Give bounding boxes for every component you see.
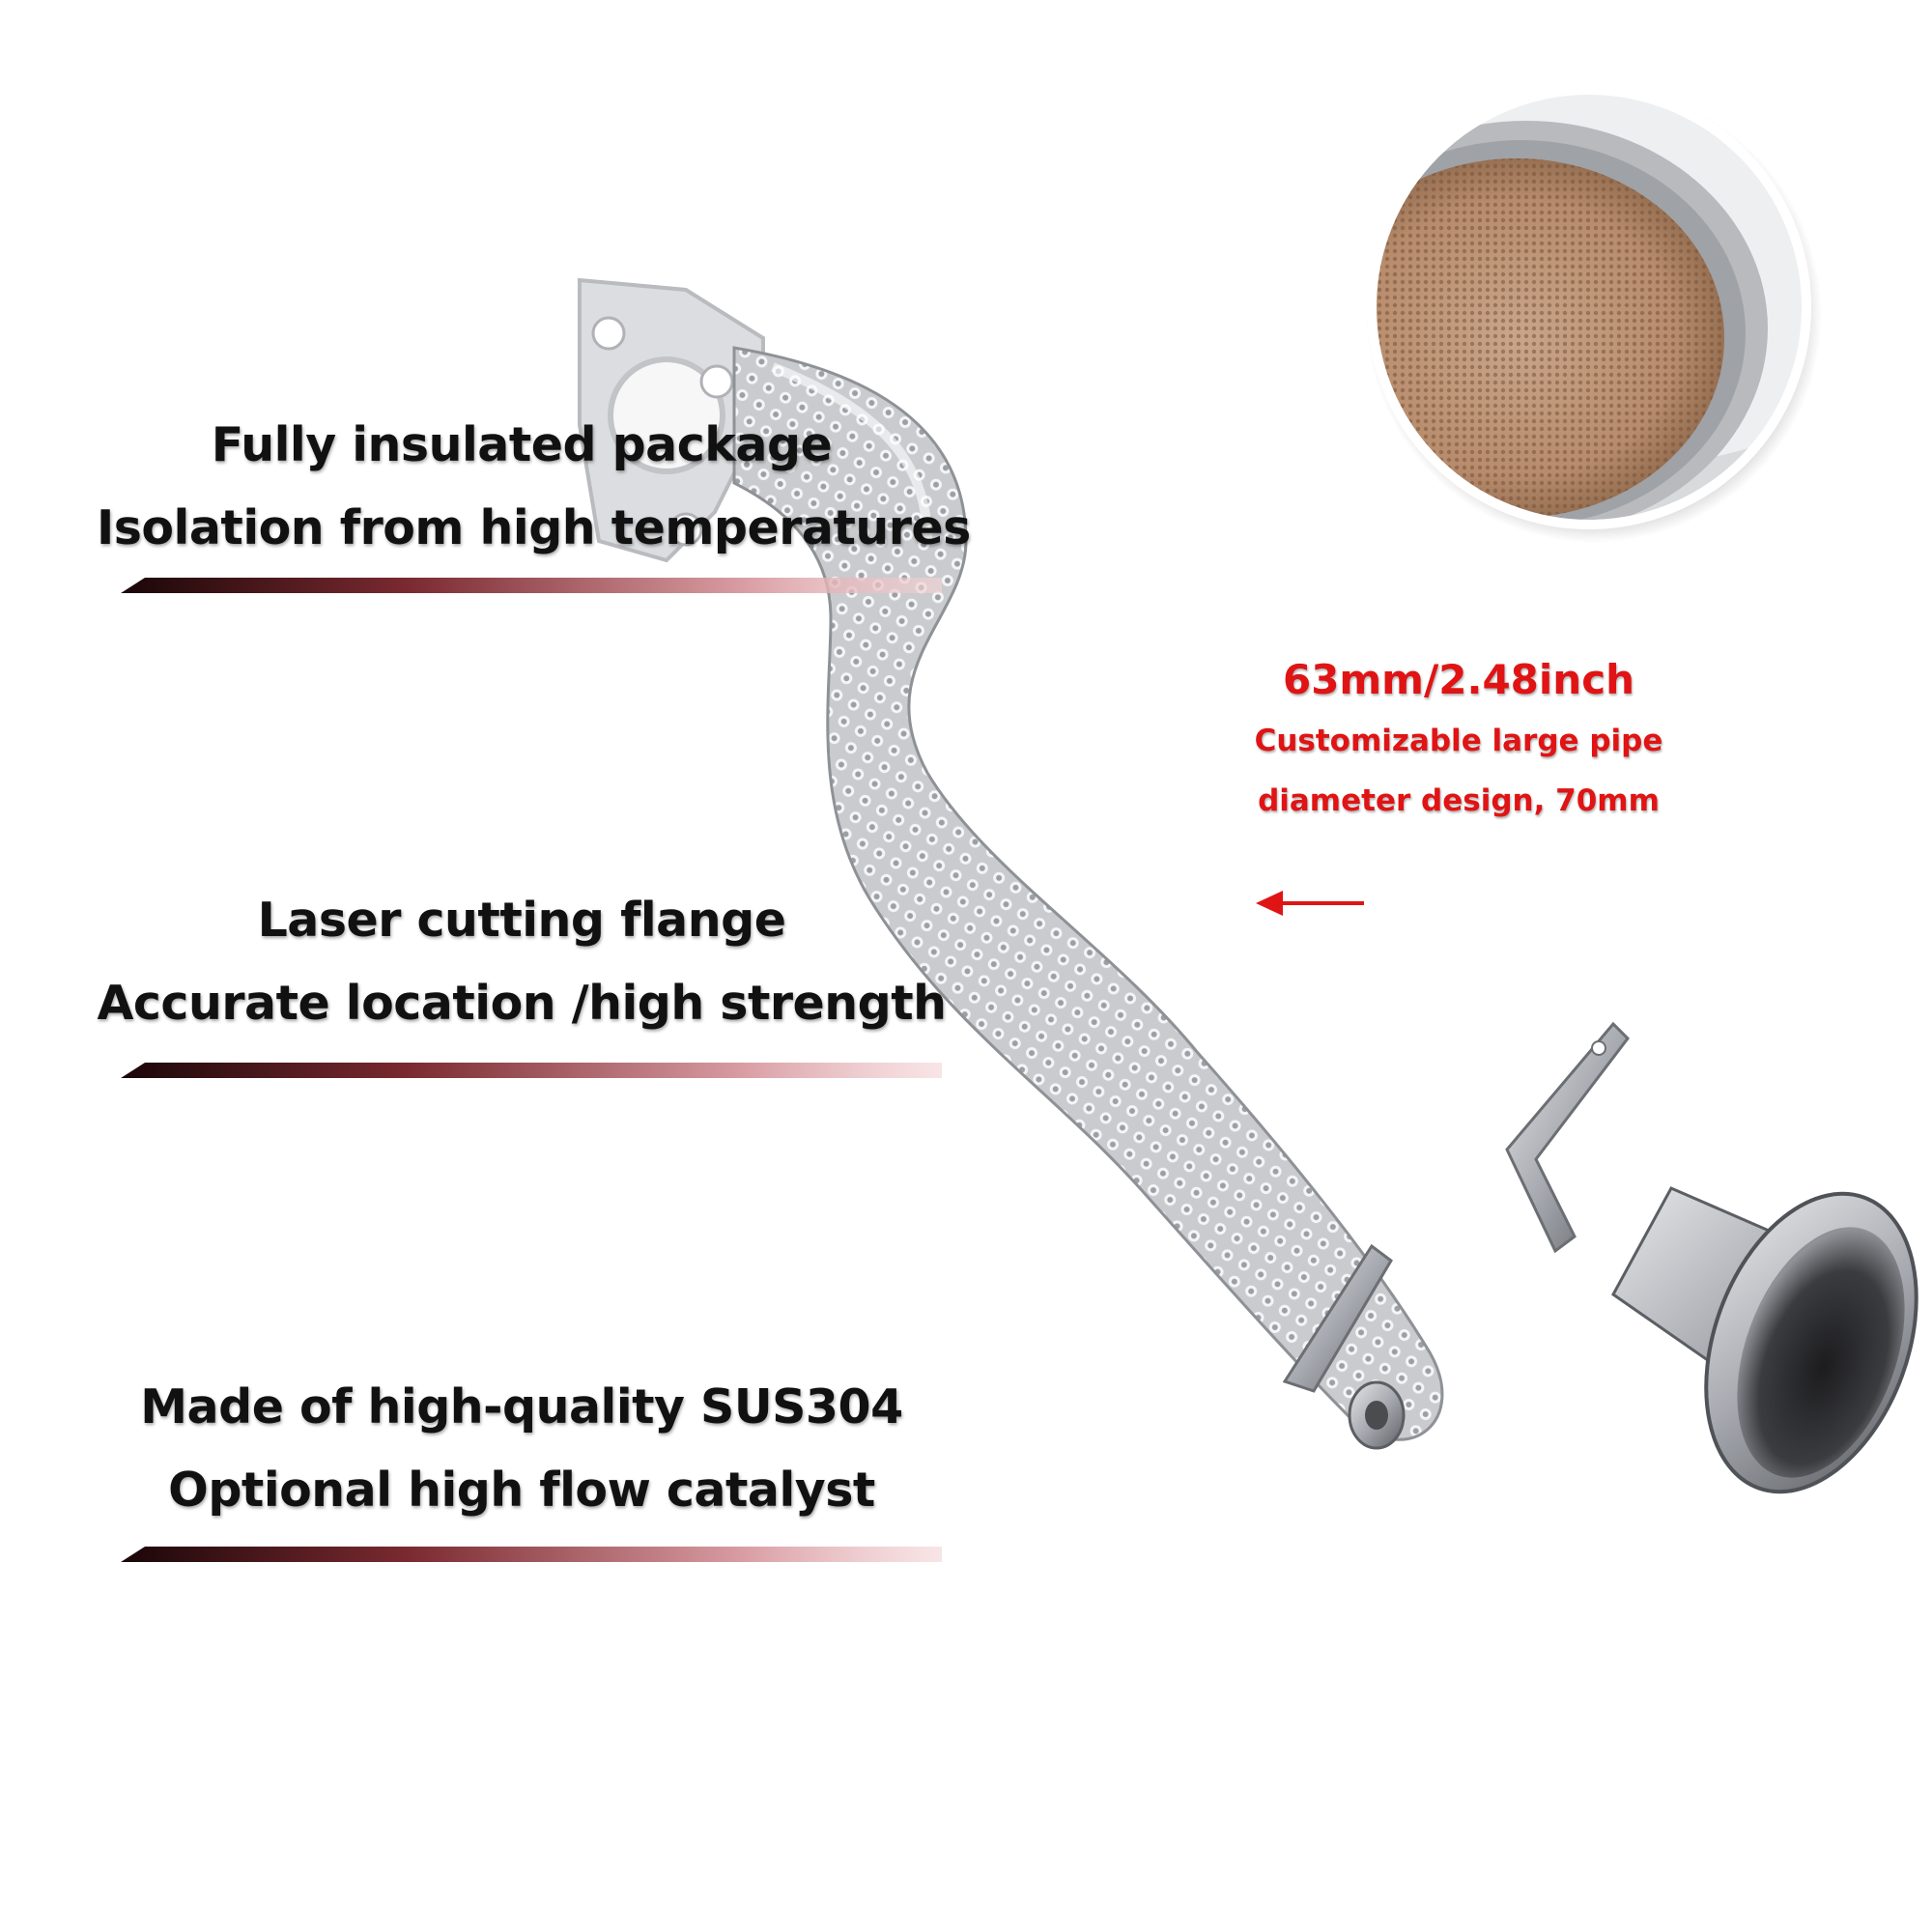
sensor-tab xyxy=(1282,1243,1393,1393)
mounting-bracket xyxy=(1505,1021,1630,1254)
feature-subtitle: Isolation from high temperatures xyxy=(97,500,971,555)
underline-3 xyxy=(121,1547,942,1562)
feature-title: Fully insulated package xyxy=(211,417,833,472)
feature-insulation: Fully insulated package Isolation from h… xyxy=(97,404,971,570)
pipe-size: 63mm/2.48inch xyxy=(1282,656,1635,703)
outlet-cone xyxy=(1611,1186,1918,1494)
catalyst-closeup xyxy=(1366,85,1822,543)
insulated-pipe xyxy=(732,346,1444,1441)
feature-title: Made of high-quality SUS304 xyxy=(140,1379,903,1435)
pipe-note-line1: Customizable large pipe xyxy=(1254,724,1663,758)
sensor-bung xyxy=(1348,1380,1406,1450)
underline-1 xyxy=(121,578,942,593)
inlet-flange xyxy=(578,277,765,563)
feature-subtitle: Optional high flow catalyst xyxy=(168,1463,875,1518)
feature-subtitle: Accurate location /high strength xyxy=(97,976,947,1031)
feature-material: Made of high-quality SUS304 Optional hig… xyxy=(97,1366,947,1532)
pipe-diameter-callout: 63mm/2.48inch Customizable large pipe di… xyxy=(1217,649,1700,831)
underline-2 xyxy=(121,1063,942,1078)
feature-title: Laser cutting flange xyxy=(257,893,786,948)
arrow-left-icon xyxy=(1256,891,1364,916)
feature-flange: Laser cutting flange Accurate location /… xyxy=(97,879,947,1045)
pipe-note-line2: diameter design, 70mm xyxy=(1258,783,1660,818)
